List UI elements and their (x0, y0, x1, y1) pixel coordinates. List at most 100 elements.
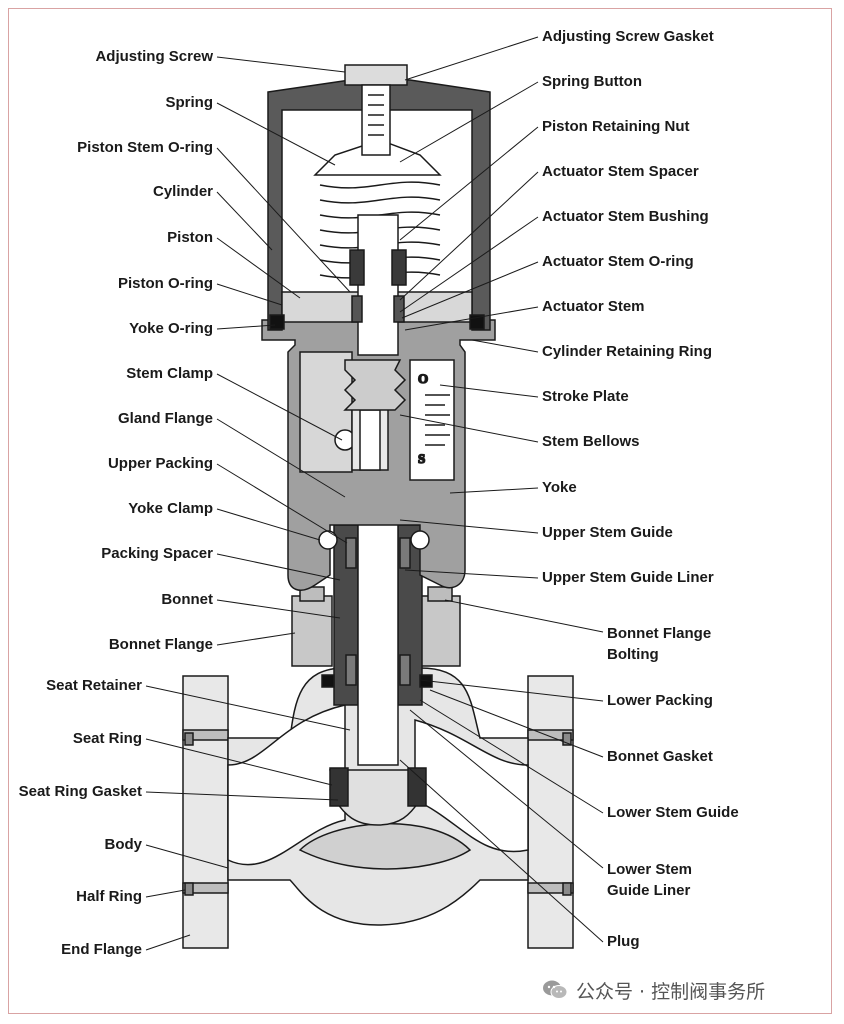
label-line: Adjusting Screw Gasket (542, 28, 714, 45)
leader-left-15 (145, 738, 333, 786)
label-spring: Spring (165, 94, 214, 111)
leader-left-14 (145, 685, 351, 731)
label-upper-packing: Upper Packing (107, 455, 213, 472)
label-line: Actuator Stem Bushing (542, 208, 709, 225)
half-ring-left-top (184, 732, 194, 746)
label-actuator-stem-o-ring: Actuator Stem O-ring (542, 253, 694, 271)
valve-stem (357, 494, 399, 766)
label-line: Stroke Plate (542, 388, 629, 405)
leader-left-10 (216, 508, 321, 541)
watermark: 公众号 · 控制阀事务所 (542, 976, 765, 1004)
label-stem-clamp: Stem Clamp (126, 365, 213, 382)
leader-left-9 (216, 463, 348, 544)
label-line: Actuator Stem (542, 298, 645, 315)
leader-right-13 (444, 599, 604, 633)
leader-left-3 (216, 191, 273, 251)
label-adjusting-screw-gasket: Adjusting Screw Gasket (542, 28, 714, 46)
label-line: Piston Retaining Nut (542, 118, 690, 135)
stroke-plate-shut-mark: S (418, 451, 425, 466)
yoke: O S (261, 319, 496, 591)
label-cylinder-retaining-ring: Cylinder Retaining Ring (542, 343, 712, 361)
label-line: Spring Button (542, 73, 642, 90)
leader-left-5 (216, 283, 283, 306)
flange-nut-right (427, 586, 453, 602)
label-actuator-stem: Actuator Stem (542, 298, 645, 316)
label-upper-stem-guide: Upper Stem Guide (542, 524, 673, 542)
yoke-clamp-hole-right (410, 530, 430, 550)
label-lower-stem-guide: Lower Stem Guide (607, 804, 739, 822)
bonnet-flange-right (419, 595, 461, 667)
leader-right-6 (404, 306, 539, 331)
leader-right-15 (429, 689, 604, 758)
label-line: Lower Packing (607, 692, 713, 709)
leader-left-11 (216, 553, 341, 581)
label-plug: Plug (607, 933, 640, 951)
leader-left-7 (216, 373, 343, 441)
leader-left-16 (145, 791, 339, 801)
bonnet-flange-left (291, 595, 333, 667)
label-line: Bonnet Gasket (607, 748, 713, 765)
label-line: Lower Stem (607, 861, 693, 878)
label-adjusting-screw: Adjusting Screw (95, 48, 213, 65)
label-end-flange: End Flange (61, 941, 142, 958)
leader-left-6 (216, 324, 276, 330)
leader-right-0 (404, 36, 539, 81)
label-stem-bellows: Stem Bellows (542, 433, 640, 451)
leader-right-8 (439, 384, 539, 398)
stroke-plate-open-mark: O (418, 371, 428, 386)
leader-right-5 (401, 261, 539, 319)
leader-right-18 (399, 759, 604, 943)
piston-retaining-nut-right (391, 249, 407, 286)
leader-left-2 (216, 147, 351, 293)
half-ring-right-bottom (562, 882, 572, 896)
leader-right-12 (404, 569, 539, 579)
label-line: Upper Stem Guide (542, 524, 673, 541)
stroke-plate (409, 359, 455, 481)
label-yoke-o-ring: Yoke O-ring (129, 320, 213, 337)
image-frame (8, 8, 832, 1014)
label-line: Lower Stem Guide (607, 804, 739, 821)
half-ring-right-top (562, 732, 572, 746)
label-lower-packing: Lower Packing (607, 692, 713, 710)
seat-ring-left (329, 767, 349, 807)
actuator-stem-spacer (351, 295, 363, 323)
leader-left-8 (216, 418, 346, 498)
label-bonnet-flange: Bonnet Flange (108, 636, 213, 653)
label-seat-ring-gasket: Seat Ring Gasket (18, 783, 142, 800)
half-ring-left-bottom (184, 882, 194, 896)
label-gland-flange: Gland Flange (117, 410, 213, 427)
label-seat-ring: Seat Ring (72, 730, 142, 747)
leader-left-1 (216, 102, 336, 166)
label-actuator-stem-spacer: Actuator Stem Spacer (542, 163, 699, 181)
watermark-text: 公众号 · 控制阀事务所 (576, 980, 766, 1003)
label-yoke-clamp: Yoke Clamp (128, 500, 213, 517)
label-line: Bonnet Flange (607, 625, 712, 642)
leader-right-16 (419, 699, 604, 814)
leader-right-11 (399, 519, 539, 534)
leader-left-4 (216, 237, 301, 299)
label-piston-o-ring: Piston O-ring (118, 275, 213, 292)
leader-right-9 (399, 414, 539, 443)
label-bonnet: Bonnet (161, 591, 213, 608)
leader-right-10 (449, 487, 539, 494)
label-packing-spacer: Packing Spacer (101, 545, 213, 562)
upper-packing-left (345, 537, 357, 569)
leader-left-0 (216, 56, 346, 73)
piston-o-ring-left (269, 314, 285, 330)
lower-packing-right (399, 654, 411, 686)
leader-right-1 (399, 81, 539, 163)
label-line: Yoke (542, 479, 577, 496)
leader-right-2 (399, 126, 539, 241)
label-piston: Piston (167, 229, 213, 246)
label-line: Bolting (607, 646, 659, 663)
leader-left-17 (145, 844, 229, 869)
label-line: Actuator Stem Spacer (542, 163, 699, 180)
label-bonnet-gasket: Bonnet Gasket (607, 748, 713, 766)
label-line: Guide Liner (607, 882, 691, 899)
label-piston-retaining-nut: Piston Retaining Nut (542, 118, 690, 136)
leader-left-12 (216, 599, 341, 619)
leader-left-18 (145, 889, 186, 898)
